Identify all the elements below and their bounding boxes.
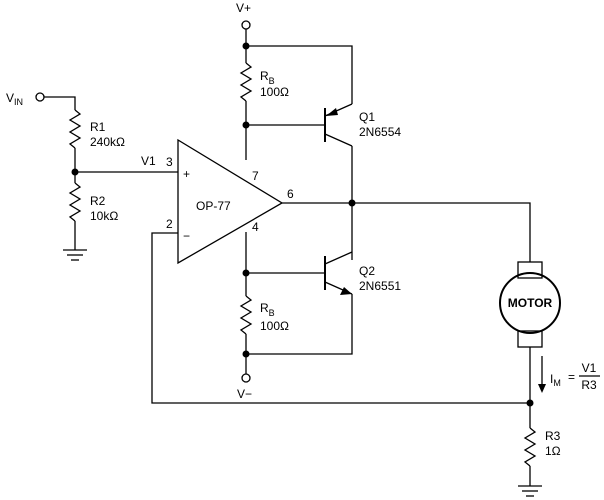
motor-label: MOTOR (508, 296, 553, 310)
q1-transistor (246, 103, 353, 147)
vplus-label: V+ (236, 1, 251, 15)
feedback-wire (151, 232, 530, 404)
r2-resistor (68, 182, 82, 222)
motor (499, 261, 561, 348)
rb-top-resistor (239, 62, 253, 102)
r2-value: 10kΩ (90, 209, 118, 223)
rb-bottom-name: RB (260, 301, 275, 318)
current-eq: = (568, 370, 575, 384)
opamp-plus: + (183, 167, 190, 181)
current-den: R3 (581, 378, 597, 392)
opamp-pin4: 4 (252, 220, 259, 234)
ground-symbol-input (63, 249, 87, 261)
q2-part: 2N6551 (359, 279, 401, 293)
vminus-label: V− (237, 387, 252, 401)
r1-value: 240kΩ (90, 135, 125, 149)
ground-symbol-motor (518, 485, 542, 497)
q2-transistor (246, 251, 353, 295)
opamp-pin2: 2 (166, 217, 173, 231)
r1-name: R1 (90, 120, 106, 134)
r3-name: R3 (545, 429, 561, 443)
q1-name: Q1 (359, 110, 375, 124)
r1-resistor (68, 109, 82, 149)
r2-name: R2 (90, 194, 106, 208)
current-label: IM (550, 372, 561, 388)
opamp-name: OP-77 (196, 199, 231, 213)
current-num: V1 (582, 361, 597, 375)
vminus-terminal (241, 373, 251, 383)
r3-value: 1Ω (545, 444, 561, 458)
vin-wire (44, 96, 76, 110)
current-arrow (538, 356, 546, 393)
opamp-minus: − (183, 229, 190, 243)
rb-bottom-resistor (239, 295, 253, 335)
r3-node-dot (526, 399, 534, 407)
v1-label: V1 (141, 154, 156, 168)
vplus-terminal (241, 20, 251, 30)
vin-label: VIN (6, 91, 23, 107)
rb-top-name: RB (260, 69, 275, 86)
opamp-pin3: 3 (166, 155, 173, 169)
q1-part: 2N6554 (359, 125, 401, 139)
opamp-pin7: 7 (252, 169, 259, 183)
q2-name: Q2 (359, 264, 375, 278)
rb-bottom-value: 100Ω (260, 319, 289, 333)
opamp-triangle (177, 138, 284, 265)
opamp-pin6: 6 (287, 187, 294, 201)
rb-top-value: 100Ω (260, 85, 289, 99)
vin-terminal: VIN (6, 91, 45, 107)
r3-resistor (523, 427, 537, 467)
